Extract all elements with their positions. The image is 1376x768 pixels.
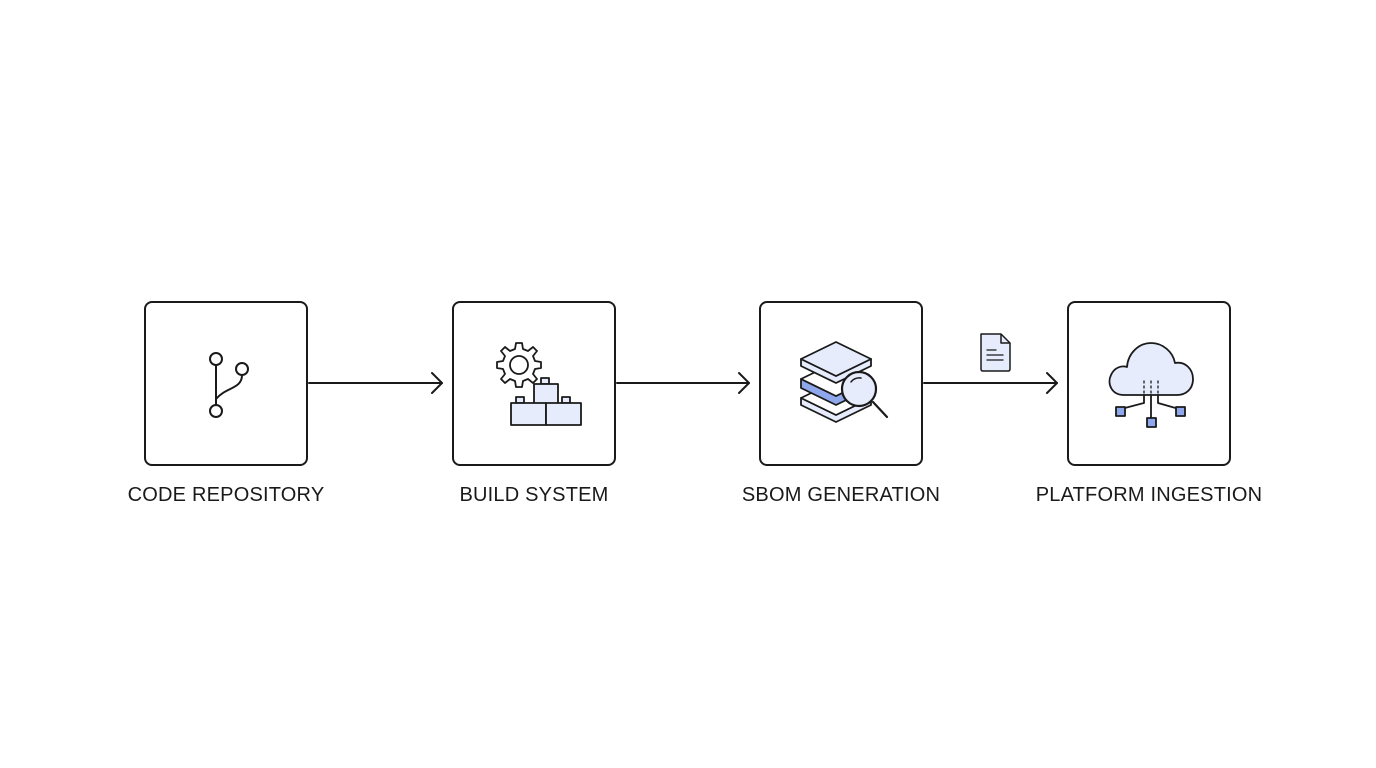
step-label-build-system: BUILD SYSTEM: [459, 484, 609, 506]
gear-icon: [496, 342, 542, 388]
git-branch-icon: [209, 352, 249, 418]
arrow-sbom-to-platform: [923, 372, 1058, 394]
gear-blocks-icon: [496, 342, 582, 426]
document-icon: [980, 333, 1011, 372]
arrow-build-to-sbom: [616, 372, 750, 394]
step-label-code-repository: CODE REPOSITORY: [127, 484, 325, 506]
layers-magnifier-icon: [800, 341, 889, 423]
blocks-icon: [510, 377, 582, 426]
arrow-repo-to-build: [308, 372, 443, 394]
cloud-network-icon: [1108, 342, 1194, 428]
step-sbom-generation: [759, 301, 923, 466]
step-build-system: [452, 301, 616, 466]
magnifier-icon: [840, 370, 889, 419]
step-label-sbom-generation: SBOM GENERATION: [741, 484, 941, 506]
step-label-platform-ingestion: PLATFORM INGESTION: [1035, 484, 1263, 506]
step-platform-ingestion: [1067, 301, 1231, 466]
step-code-repository: [144, 301, 308, 466]
